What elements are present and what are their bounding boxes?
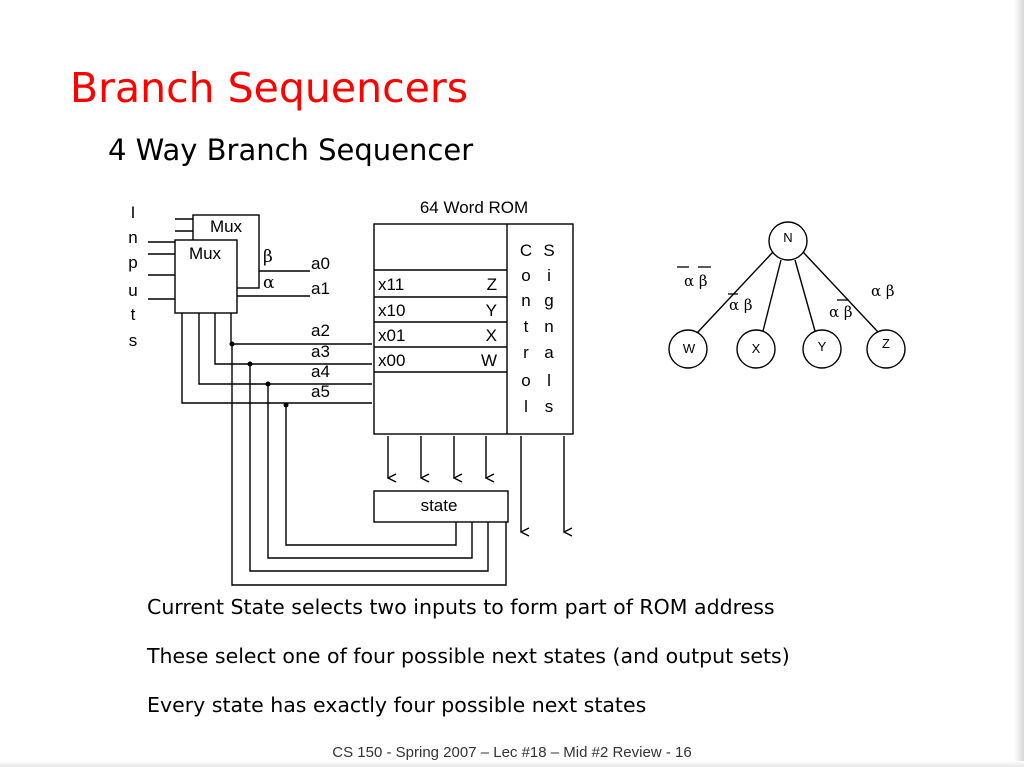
control-letter: C (520, 241, 532, 260)
slide-footer: CS 150 - Spring 2007 – Lec #18 – Mid #2 … (332, 744, 692, 761)
alpha-symbol: α (263, 273, 275, 293)
tree-root-label: N (783, 230, 792, 245)
junction-dots (229, 341, 289, 408)
address-label: a0 (311, 254, 330, 273)
inputs-letter: t (131, 305, 136, 324)
rom-next-state: Y (486, 301, 497, 320)
edge-label: α β (829, 303, 853, 321)
tree-leaf-label: W (683, 341, 696, 356)
control-letter: t (524, 317, 529, 336)
rom-to-state-arrows (388, 436, 486, 478)
bullet-item: These select one of four possible next s… (147, 644, 790, 668)
state-tree: N W X Y Z α β α β α β α β (668, 221, 906, 369)
signals-letter: n (544, 317, 553, 336)
bullet-list: Current State selects two inputs to form… (147, 592, 790, 739)
slide-subtitle: 4 Way Branch Sequencer (108, 133, 474, 167)
slide-bottom-shadow (0, 761, 1024, 767)
control-letter: n (521, 291, 530, 310)
rom-address: x01 (378, 326, 405, 345)
input-lines (148, 218, 193, 300)
address-label: a2 (311, 321, 330, 340)
rom-address: x10 (378, 301, 405, 320)
slide-edge-shadow (1014, 0, 1024, 767)
edge-label-overbars (677, 266, 849, 301)
mux-label: Mux (210, 217, 243, 236)
tree-leaf-label: Y (818, 339, 827, 354)
beta-symbol: β (263, 247, 273, 267)
address-label: a3 (311, 342, 330, 361)
address-labels: a0 a1 a2 a3 a4 a5 (311, 254, 330, 401)
state-label: state (421, 496, 458, 515)
mux-label: Mux (189, 244, 222, 263)
rom-title: 64 Word ROM (420, 198, 528, 217)
rom-rows: x11 Z x10 Y x01 X x00 W (378, 275, 497, 370)
rom-next-state: X (486, 326, 497, 345)
rom-block (373, 223, 574, 435)
signals-letter: s (545, 397, 554, 416)
inputs-letter: I (131, 203, 136, 222)
control-letter: o (521, 266, 530, 285)
mux-select-lines (181, 313, 372, 404)
edge-label: α β (729, 296, 753, 314)
signals-letter: l (547, 371, 551, 390)
control-label: C o n t r o l (520, 241, 532, 416)
tree-leaf-label: Z (882, 336, 890, 351)
signals-letter: a (544, 343, 554, 362)
slide-title: Branch Sequencers (70, 64, 469, 112)
control-letter: l (524, 397, 528, 416)
signals-letter: i (547, 266, 551, 285)
control-letter: r (523, 343, 529, 362)
rom-next-state: W (481, 351, 497, 370)
mux-front: Mux (174, 239, 238, 314)
tree-edge-labels: α β α β α β α β (684, 272, 895, 321)
edge-label: α β (684, 272, 708, 290)
rom-address: x11 (378, 275, 404, 294)
inputs-label: I n p u t s (128, 203, 137, 350)
control-output-arrows (521, 436, 564, 532)
signals-letter: g (544, 291, 553, 310)
state-feedback-lines (231, 344, 507, 586)
tree-node-labels: N W X Y Z (683, 230, 890, 356)
bullet-item: Every state has exactly four possible ne… (147, 693, 647, 717)
inputs-letter: s (129, 331, 138, 350)
address-label: a5 (311, 382, 330, 401)
address-label: a4 (311, 362, 330, 381)
rom-next-state: Z (487, 275, 497, 294)
state-register: state (373, 490, 509, 523)
mux-outputs (237, 270, 310, 297)
control-letter: o (521, 371, 530, 390)
bullet-item: Current State selects two inputs to form… (147, 595, 775, 619)
edge-label: α β (871, 282, 895, 300)
inputs-letter: p (128, 253, 137, 272)
signals-label: S i g n a l s (543, 241, 554, 416)
tree-nodes (668, 221, 906, 369)
tree-edges (696, 251, 879, 334)
address-label: a1 (311, 279, 330, 298)
tree-leaf-label: X (752, 341, 761, 356)
rom-address: x00 (378, 351, 405, 370)
signals-letter: S (543, 241, 554, 260)
inputs-letter: n (128, 228, 137, 247)
inputs-letter: u (128, 281, 137, 300)
